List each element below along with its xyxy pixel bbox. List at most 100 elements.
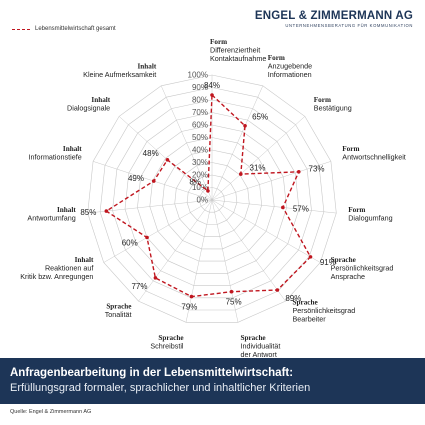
grid-spoke [211,199,321,263]
grid-spoke [138,199,213,302]
grid-spoke [211,199,239,323]
data-point [151,179,156,183]
logo-tagline: UNTERNEHMENSBERATUNG FÜR KOMMUNIKATION [285,23,413,28]
category-group-label: Form [342,145,359,153]
grid-ring [87,74,337,323]
grid-spoke [118,116,213,201]
r-tick-label: 40% [192,146,208,155]
category-label: Bestätigung [314,103,352,112]
data-point [243,123,247,128]
category-label: Bearbeiter [293,314,327,323]
category-group-label: Inhalt [57,206,76,214]
data-value-label: 89% [285,294,301,303]
grid-ring [112,99,312,299]
category-label: Ansprache [331,272,365,281]
category-label: Tonalität [105,310,132,319]
data-point [308,255,313,259]
grid-spoke [211,116,306,201]
grid-spoke [87,199,213,214]
category-label: Kontaktaufnahme [210,54,266,63]
category-group-label: Form [210,38,227,46]
data-value-label: 75% [226,297,242,306]
grid-ring [199,187,225,213]
category-group-label: Inhalt [63,145,82,153]
grid-ring [186,174,238,225]
category-label: Individualität [240,342,280,351]
category-group-label: Sprache [331,256,356,264]
data-value-label: 60% [122,239,138,248]
data-point [281,205,285,210]
r-tick-label: 60% [192,121,208,130]
data-value-label: 8% [189,178,201,187]
data-value-label: 49% [128,174,144,183]
grid-spoke [160,85,213,201]
category-group-label: Form [268,54,285,62]
category-group-label: Sprache [240,334,265,342]
grid-ring [124,112,300,286]
data-point [145,235,149,240]
grid-spoke [211,199,337,214]
data-point [153,276,158,280]
category-label: Kleine Aufmerksamkeit [83,70,156,79]
r-tick-label: 100% [188,71,208,80]
data-point [296,170,301,174]
chart-legend: Lebensmittelwirtschaft gesamt [12,26,116,32]
company-logo: ENGEL & ZIMMERMANN AG UNTERNEHMENSBERATU… [255,10,413,28]
category-label: Differenziertheit [210,46,260,55]
chart-subtitle: Erfüllungsgrad formaler, sprachlicher un… [10,382,311,394]
grid-spoke [211,199,286,302]
category-label: Kritik bzw. Anregungen [20,272,93,281]
data-value-label: 79% [181,302,197,311]
category-label: Antwortschnelligkeit [342,153,406,162]
category-label: Schreibstil [150,342,184,351]
category-group-label: Form [348,206,365,214]
data-value-label: 91% [320,258,336,267]
category-label: Informationstiefe [29,153,82,162]
r-tick-label: 0% [196,196,208,205]
category-label: Dialogsignale [67,103,110,112]
category-group-label: Form [314,96,331,104]
grid-spoke [185,199,213,323]
logo-name: ENGEL & ZIMMERMANN AG [254,10,413,22]
data-value-label: 85% [80,208,96,217]
data-value-label: 65% [252,113,268,122]
data-point [189,294,194,299]
data-point [206,189,210,193]
category-group-label: Inhalt [91,96,110,104]
category-group-label: Sprache [293,298,318,306]
r-tick-label: 20% [192,171,208,180]
category-label: Persönlichkeitsgrad [293,306,356,315]
data-value-label: 48% [143,149,159,158]
data-point [165,158,170,162]
r-tick-label: 70% [192,108,208,117]
category-label: Dialogumfang [348,214,392,223]
r-tick-label: 50% [192,133,208,142]
r-tick-label: 10% [192,183,208,192]
category-label: Informationen [268,70,312,79]
data-point [238,172,243,176]
data-value-label: 77% [131,282,147,291]
data-value-label: 73% [309,165,325,174]
r-tick-label: 80% [192,96,208,105]
grid-ring [149,137,275,262]
category-group-label: Inhalt [75,256,94,264]
data-value-label: 57% [293,204,309,213]
title-banner: Anfragenbearbeitung in der Lebensmittelw… [0,358,425,404]
grid-spoke [211,161,331,201]
grid-spoke [211,85,264,201]
data-point [210,93,214,97]
legend-label: Lebensmittelwirtschaft gesamt [35,26,116,32]
grid-spoke [103,199,213,263]
category-group-label: Sprache [158,334,183,342]
series-line [105,93,312,298]
category-group-label: Sprache [106,303,131,311]
category-label: Anzugebende [268,61,312,70]
r-tick-label: 30% [192,158,208,167]
data-value-label: 84% [204,81,220,90]
grid-ring [174,162,250,237]
grid-ring [161,149,263,250]
r-tick-label: 90% [192,83,208,92]
data-point [104,209,109,213]
category-label: Persönlichkeitsgrad [331,264,394,273]
